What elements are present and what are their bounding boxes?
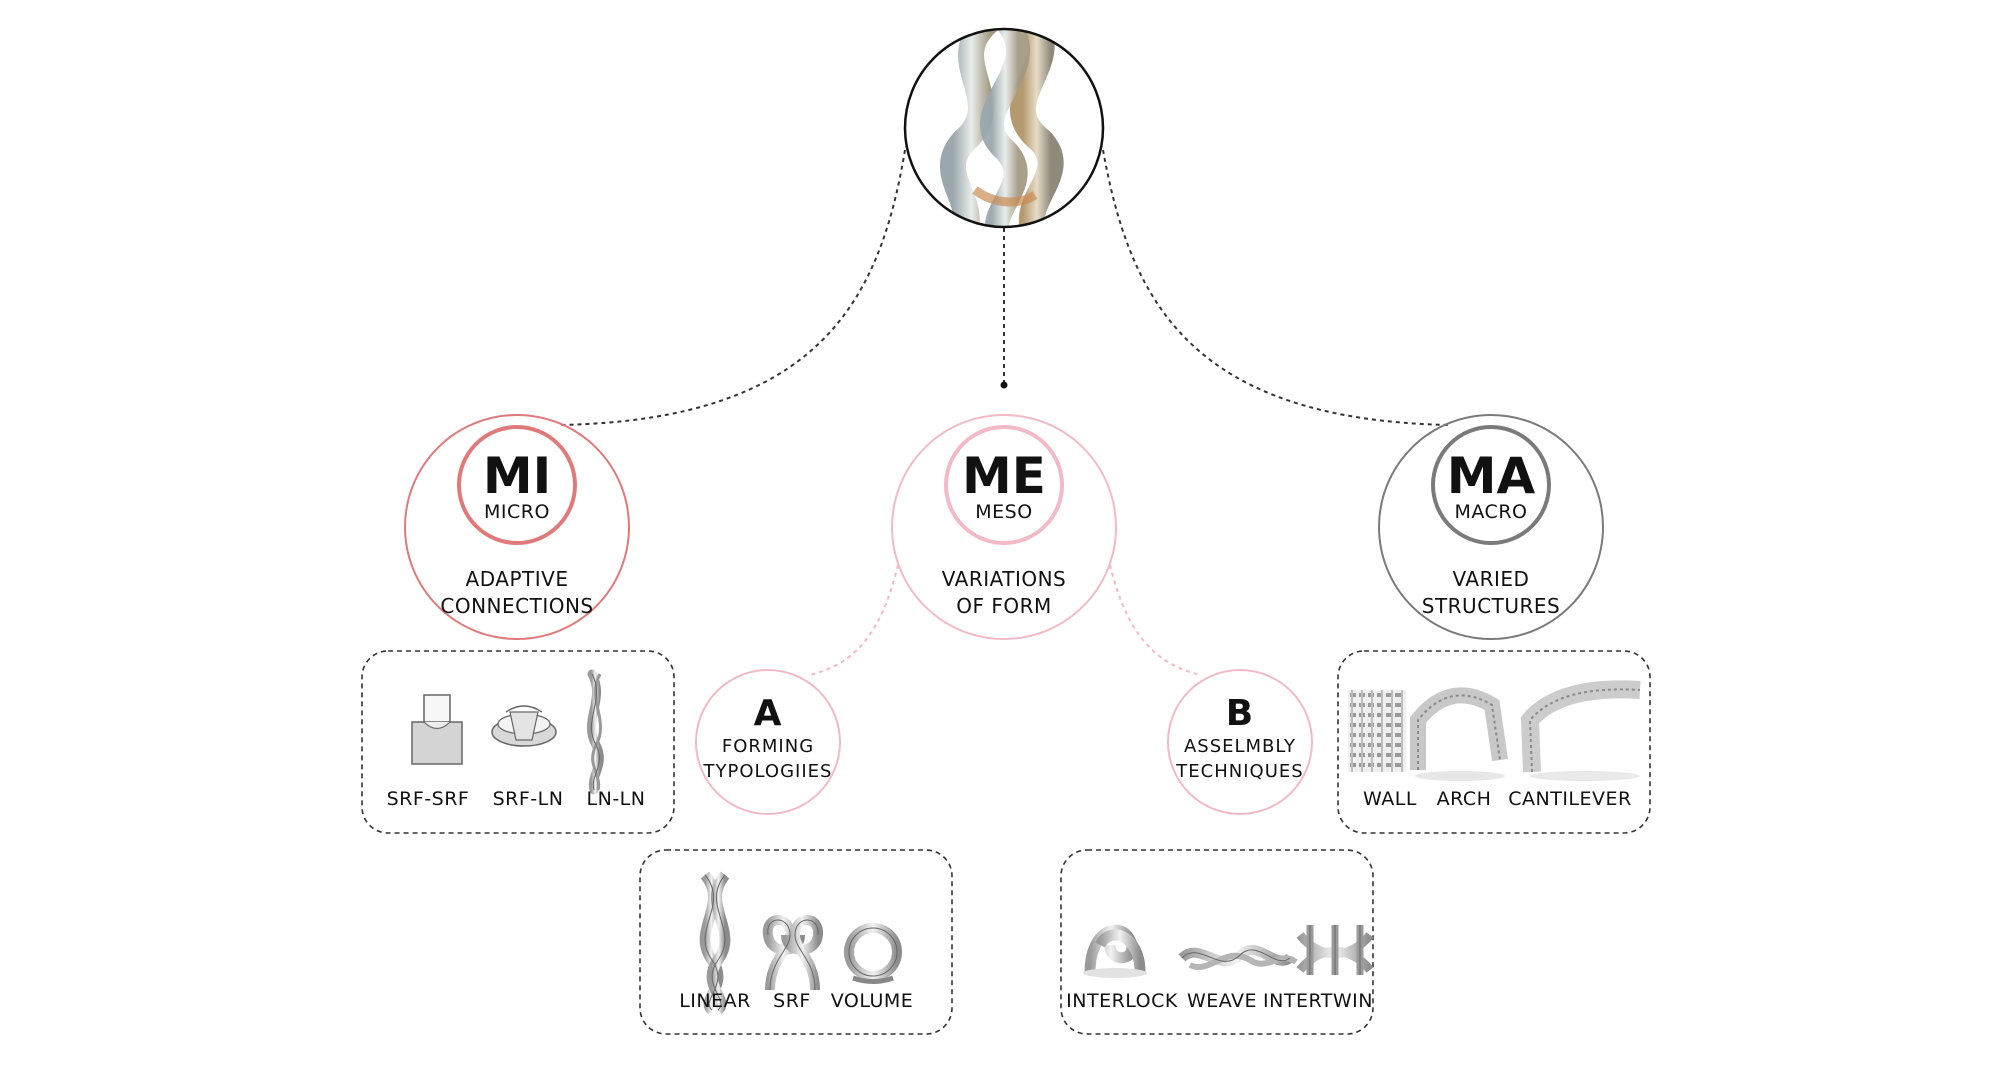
macro-name: MACRO: [1454, 501, 1528, 523]
forming-desc-line1: FORMING: [721, 736, 815, 757]
ln-ln-icon: [587, 669, 604, 795]
srf-knot-icon: [762, 915, 824, 991]
arch-icon: [1410, 687, 1508, 781]
cantilever-icon: [1520, 680, 1641, 781]
srf-ln-icon: [491, 705, 557, 747]
forming-node-circle: [695, 669, 841, 815]
assembly-desc-line1: ASSELMBLY: [1183, 736, 1297, 757]
meso-description: VARIATIONS OF FORM: [904, 566, 1104, 620]
assembly-box: [1060, 849, 1374, 1035]
forming-item-label: SRF: [773, 990, 811, 1012]
macro-item-label: CANTILEVER: [1508, 788, 1632, 810]
connector-micro: [559, 149, 906, 426]
micro-item-label: SRF-LN: [492, 788, 564, 810]
micro-desc-line2: CONNECTIONS: [440, 594, 594, 618]
macro-code: MA: [1446, 447, 1536, 505]
meso-code: ME: [962, 447, 1046, 505]
volume-loop-icon: [844, 923, 902, 984]
weave-icon: [1178, 944, 1298, 970]
srf-srf-icon: [411, 694, 463, 765]
micro-desc-line1: ADAPTIVE: [465, 567, 569, 591]
forming-code: A: [753, 693, 783, 734]
forming-item-label: VOLUME: [830, 990, 914, 1012]
forming-labels: A FORMING TYPOLOGIIES: [678, 693, 858, 784]
micro-name: MICRO: [484, 501, 550, 523]
macro-item-label: WALL: [1363, 788, 1417, 810]
assembly-item-label: INTERTWIN: [1263, 990, 1373, 1012]
macro-desc-line2: STRUCTURES: [1421, 594, 1561, 618]
connector-meso-dot: [1000, 381, 1008, 389]
meso-name: MESO: [975, 501, 1033, 523]
meso-desc-line2: OF FORM: [956, 594, 1052, 618]
linear-braid-icon: [699, 871, 731, 1015]
connector-b: [1109, 564, 1201, 676]
meso-labels: ME MESO: [904, 447, 1104, 523]
micro-item-label: LN-LN: [586, 788, 646, 810]
connector-a: [809, 564, 899, 676]
micro-node: [404, 414, 630, 640]
micro-box: [361, 650, 675, 834]
micro-description: ADAPTIVE CONNECTIONS: [417, 566, 617, 620]
meso-node: [891, 414, 1117, 640]
macro-node: [1378, 414, 1604, 640]
meso-desc-line1: VARIATIONS: [941, 567, 1067, 591]
interlock-icon: [1083, 924, 1147, 978]
macro-item-label: ARCH: [1436, 788, 1492, 810]
assembly-item-label: INTERLOCK: [1066, 990, 1178, 1012]
assembly-code: B: [1225, 693, 1255, 734]
wall-icon: [1348, 690, 1406, 772]
connector-macro: [1102, 149, 1451, 426]
micro-item-label: SRF-SRF: [386, 788, 470, 810]
forming-item-label: LINEAR: [679, 990, 751, 1012]
macro-labels: MA MACRO: [1391, 447, 1591, 523]
macro-desc-line1: VARIED: [1452, 567, 1530, 591]
forming-box: [639, 849, 953, 1035]
assembly-desc-line2: TECHNIQUES: [1176, 761, 1304, 782]
macro-description: VARIED STRUCTURES: [1391, 566, 1591, 620]
micro-labels: MI MICRO: [417, 447, 617, 523]
assembly-labels: B ASSELMBLY TECHNIQUES: [1150, 693, 1330, 784]
macro-box: [1337, 650, 1651, 834]
connectors: [559, 149, 1451, 426]
assembly-node-circle: [1167, 669, 1313, 815]
forming-desc-line2: TYPOLOGIIES: [703, 761, 833, 782]
intertwin-icon: [1296, 925, 1374, 975]
braided-material-photo: [903, 27, 1105, 229]
assembly-item-label: WEAVE: [1186, 990, 1258, 1012]
micro-code: MI: [482, 447, 552, 505]
